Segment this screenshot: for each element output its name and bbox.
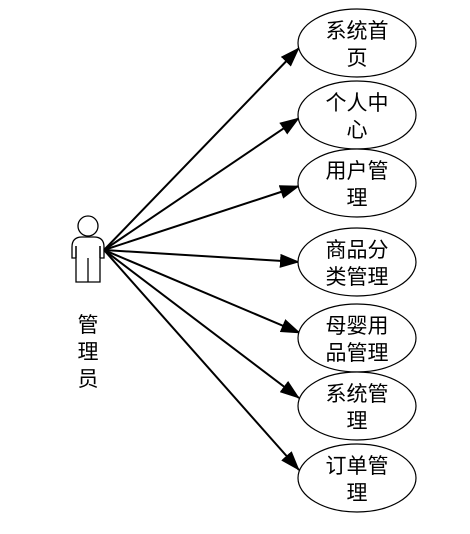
association-arrow	[103, 117, 300, 251]
usecase-personal-center[interactable]: 个人中 心	[297, 80, 417, 150]
usecase-system-home[interactable]: 系统首 页	[297, 8, 417, 78]
usecase-label: 类管理	[326, 265, 389, 289]
usecase-ellipse[interactable]	[297, 227, 417, 297]
usecase-ellipse[interactable]	[297, 371, 417, 441]
usecase-label: 母婴用	[326, 314, 389, 338]
usecase-product-management[interactable]: 母婴用 品管理	[297, 303, 417, 373]
usecase-label: 理	[347, 481, 368, 505]
usecase-label: 页	[347, 46, 368, 70]
association-arrow	[103, 249, 300, 399]
usecase-user-management[interactable]: 用户管 理	[297, 148, 417, 218]
usecase-ellipse[interactable]	[297, 443, 417, 513]
association-arrow	[103, 47, 300, 251]
association-arrow	[103, 249, 301, 334]
actor-label-line: 管	[78, 313, 99, 337]
usecase-label: 品管理	[326, 341, 389, 365]
association-arrow	[103, 249, 300, 268]
usecase-label: 个人中	[326, 91, 389, 115]
actor-label: 管 理 员	[78, 313, 99, 391]
usecase-label: 系统首	[326, 19, 389, 43]
usecase-label: 系统管	[326, 382, 389, 406]
association-arrow	[103, 185, 300, 251]
usecase-order-management[interactable]: 订单管 理	[297, 443, 417, 513]
actor-figure	[71, 215, 105, 283]
actor-label-line: 理	[78, 340, 99, 364]
usecase-label: 心	[347, 118, 368, 142]
association-lines	[103, 47, 301, 471]
usecase-ellipse[interactable]	[297, 8, 417, 78]
usecase-label: 商品分	[326, 238, 389, 262]
usecase-label: 理	[347, 186, 368, 210]
usecase-label: 订单管	[326, 454, 389, 478]
association-arrow	[103, 249, 300, 471]
usecase-ellipse[interactable]	[297, 148, 417, 218]
usecase-label: 用户管	[326, 159, 389, 183]
usecase-system-management[interactable]: 系统管 理	[297, 371, 417, 441]
usecase-label: 理	[347, 409, 368, 433]
actor-label-line: 员	[78, 367, 99, 391]
usecase-category-management[interactable]: 商品分 类管理	[297, 227, 417, 297]
actor-head	[77, 215, 99, 237]
